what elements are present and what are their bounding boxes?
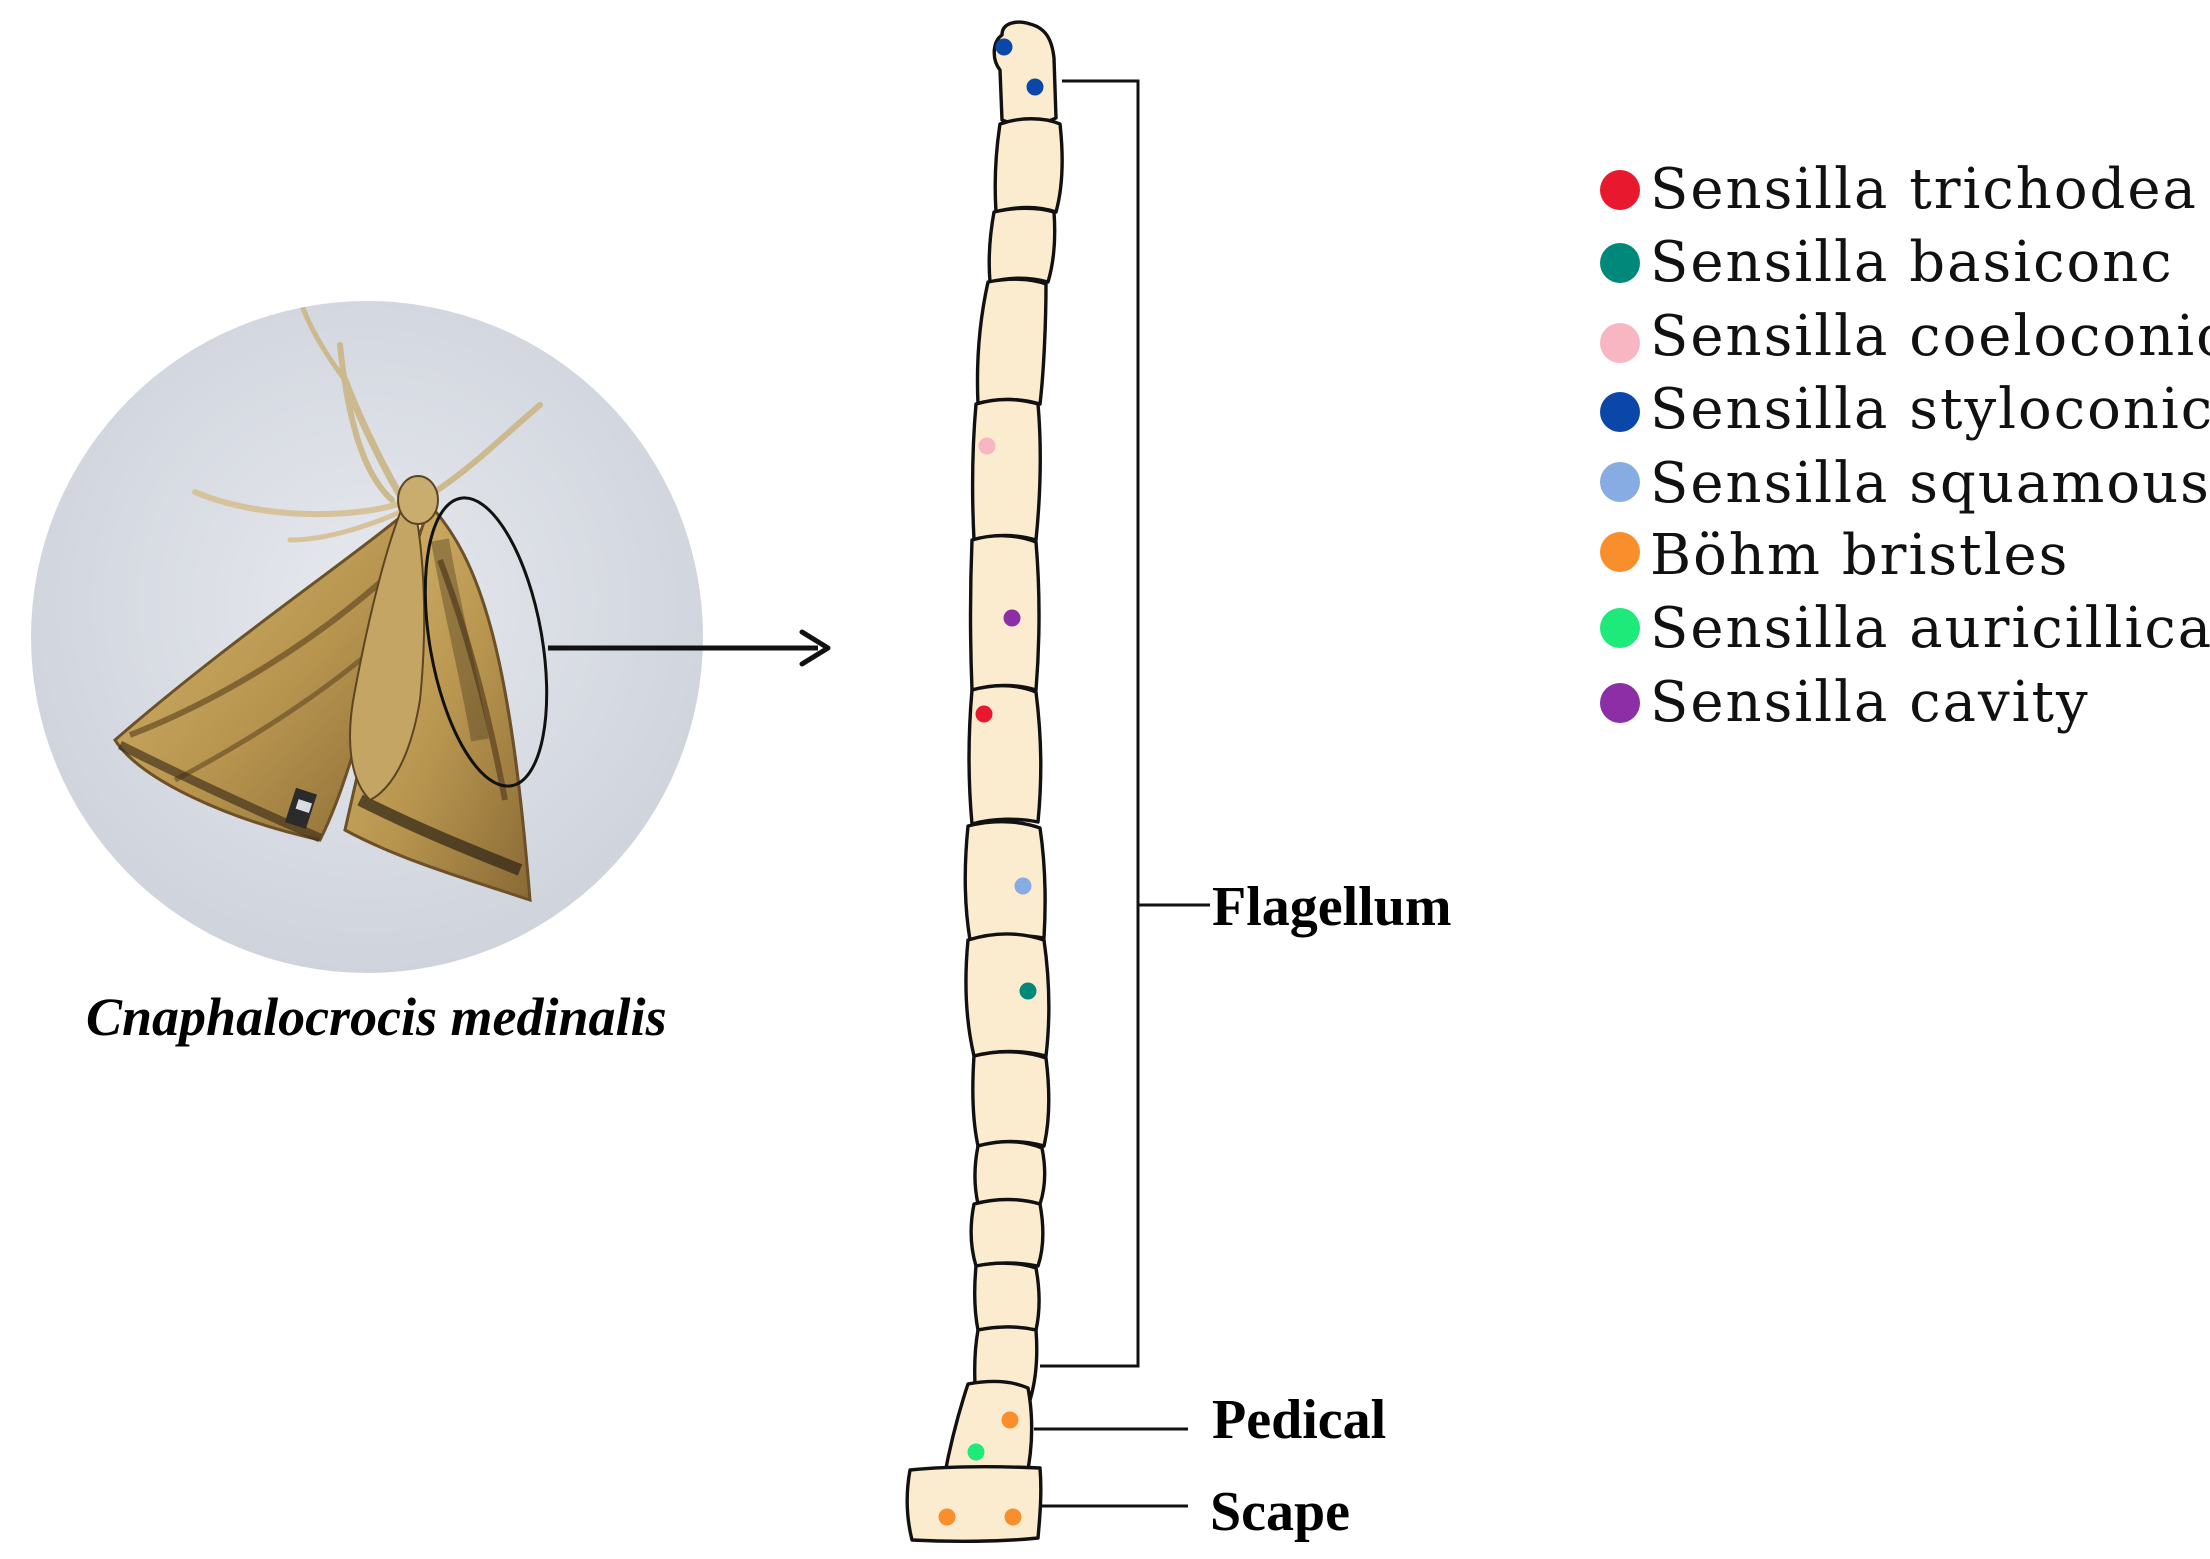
flagellum-segment [967, 684, 1043, 826]
legend-swatch [1600, 323, 1640, 363]
moth-photo [31, 301, 703, 973]
antenna-diagram [905, 20, 1064, 1544]
sensilla-styloconica-dot [995, 38, 1013, 56]
antenna-tip-segment [992, 20, 1058, 126]
flagellum-segment [973, 1140, 1047, 1206]
legend-item: Sensilla squamous [1600, 451, 2210, 516]
legend-label: Sensilla coeloconica [1650, 304, 2210, 369]
sensilla-squamous-dot [1014, 877, 1032, 895]
sensilla-trichodea-dot [975, 705, 993, 723]
legend-label: Sensilla auricillica [1650, 596, 2210, 661]
legend-swatch [1600, 243, 1640, 283]
moth-illustration [113, 301, 543, 903]
flagellum-segment [972, 1261, 1041, 1332]
legend-swatch [1600, 683, 1640, 723]
sensilla-coeloconica-dot [978, 437, 996, 455]
scape-segment [905, 1464, 1043, 1544]
bohm-bristles-dot [938, 1508, 956, 1526]
legend-swatch [1600, 462, 1640, 502]
sensilla-auricillica-dot [967, 1443, 985, 1461]
legend-swatch [1600, 608, 1640, 648]
species-name: Cnaphalocrocis medinalis [86, 987, 667, 1047]
flagellum-segment [987, 206, 1057, 284]
pedicel-label: Pedical [1212, 1389, 1386, 1451]
flagellum-bracket [1040, 79, 1140, 1368]
legend-swatch [1600, 532, 1640, 572]
flagellum-segment [968, 534, 1041, 692]
bohm-bristles-dot [1001, 1411, 1019, 1429]
sensilla-basiconc-dot [1019, 982, 1037, 1000]
legend-label: Sensilla cavity [1650, 670, 2090, 735]
flagellum-segment [970, 397, 1042, 542]
pointer-arrow [548, 629, 831, 667]
legend-item: Sensilla styloconica [1600, 377, 2210, 442]
legend-item: Böhm bristles [1600, 523, 2069, 588]
bohm-bristles-dot [1004, 1508, 1022, 1526]
legend: Sensilla trichodea Sensilla basiconc Sen… [1600, 157, 2210, 735]
legend-swatch [1600, 170, 1640, 210]
flagellum-segment [971, 1050, 1051, 1148]
flagellum-segment [964, 932, 1051, 1058]
part-labels: Flagellum Pedical Scape [1034, 79, 1452, 1543]
sensilla-styloconica-dot [1026, 78, 1044, 96]
flagellum-label: Flagellum [1212, 876, 1452, 938]
legend-item: Sensilla trichodea [1600, 157, 2198, 222]
flagellum-segment [963, 820, 1047, 942]
antenna-highlight-ellipse [423, 496, 549, 788]
legend-item: Sensilla cavity [1600, 670, 2090, 735]
flagellum-segment [975, 277, 1048, 406]
legend-label: Sensilla basiconc [1650, 230, 2174, 295]
legend-item: Sensilla auricillica [1600, 596, 2210, 661]
legend-label: Sensilla squamous [1650, 451, 2210, 516]
legend-swatch [1600, 392, 1640, 432]
legend-item: Sensilla basiconc [1600, 230, 2174, 295]
flagellum-segment [969, 1197, 1045, 1268]
legend-item: Sensilla coeloconica [1600, 304, 2210, 369]
legend-label: Sensilla trichodea [1650, 157, 2198, 222]
legend-label: Sensilla styloconica [1650, 377, 2210, 442]
scape-label: Scape [1210, 1481, 1350, 1543]
flagellum-segment [993, 117, 1064, 214]
sensilla-cavity-dot [1003, 609, 1021, 627]
legend-label: Böhm bristles [1650, 523, 2069, 588]
